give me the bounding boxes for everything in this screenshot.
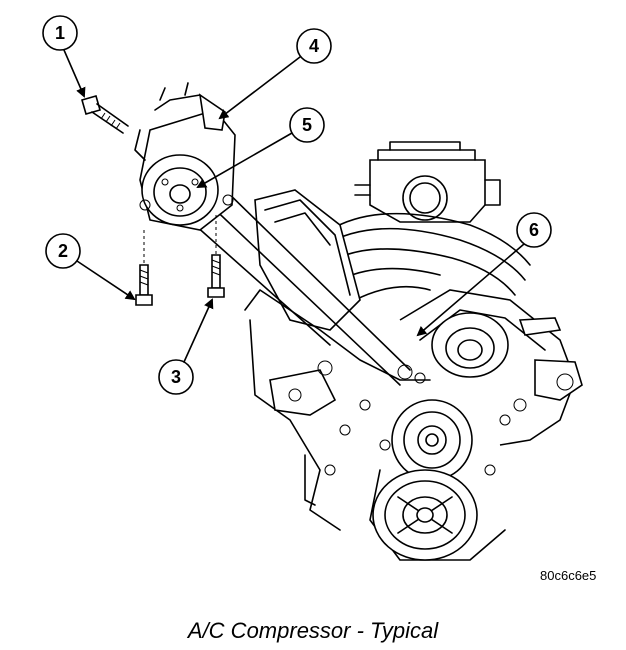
callout-6: 6: [416, 212, 552, 337]
ac-compressor: [134, 82, 236, 231]
callout-3: 3: [158, 298, 214, 395]
callout-3-label: 3: [171, 367, 181, 387]
compressor-diagram: 1 2 3 4 5 6: [42, 15, 583, 561]
callout-1: 1: [42, 15, 86, 98]
bolt-2: [135, 230, 153, 306]
callout-1-label: 1: [55, 23, 65, 43]
callout-5-label: 5: [302, 115, 312, 135]
callout-5: 5: [196, 107, 325, 188]
figure-id: 80c6c6e5: [540, 568, 597, 583]
bolt-1: [81, 95, 129, 134]
caption: A/C Compressor - Typical: [187, 618, 439, 643]
bolt-3: [207, 215, 225, 298]
engine-block: [194, 141, 583, 561]
callout-2-label: 2: [58, 241, 68, 261]
callout-6-label: 6: [529, 220, 539, 240]
callout-4: 4: [218, 28, 332, 120]
callout-4-label: 4: [309, 36, 319, 56]
callout-2: 2: [45, 233, 136, 301]
